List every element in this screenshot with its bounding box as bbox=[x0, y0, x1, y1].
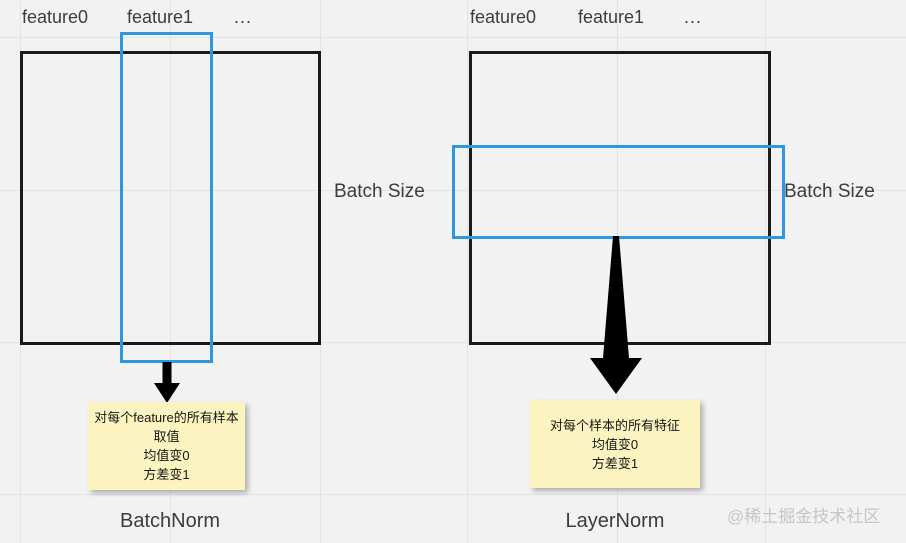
grid-line-vertical bbox=[765, 0, 766, 543]
batchnorm-column-header-feature0: feature0 bbox=[22, 7, 89, 27]
layernorm-batch-size-label: Batch Size bbox=[784, 181, 875, 202]
layernorm-note: 对每个样本的所有特征 均值变0 方差变1 bbox=[530, 400, 700, 488]
grid-line-horizontal bbox=[0, 342, 906, 343]
batchnorm-note-line-2: 均值变0 bbox=[143, 448, 190, 463]
layernorm-note-line-1: 对每个样本的所有特征 bbox=[549, 417, 680, 433]
batchnorm-matrix-rectangle bbox=[20, 51, 321, 345]
batchnorm-column-header-ellipsis: ... bbox=[234, 7, 253, 27]
watermark: @稀土掘金技术社区 bbox=[727, 507, 881, 526]
batchnorm-batch-size-label: Batch Size bbox=[334, 181, 425, 202]
batchnorm-note-line-1: 对每个feature的所有样本取值 bbox=[94, 410, 239, 444]
layernorm-panel-title: LayerNorm bbox=[565, 510, 665, 532]
layernorm-down-arrow bbox=[590, 236, 642, 394]
batchnorm-highlight-column bbox=[120, 32, 213, 363]
layernorm-note-line-2: 均值变0 bbox=[591, 436, 639, 452]
layernorm-column-header-feature1: feature1 bbox=[578, 7, 645, 27]
batchnorm-panel-title: BatchNorm bbox=[119, 510, 221, 532]
batchnorm-note: 对每个feature的所有样本取值 均值变0 方差变1 bbox=[88, 402, 245, 490]
layernorm-highlight-row bbox=[452, 145, 785, 239]
batchnorm-down-arrow bbox=[154, 362, 180, 403]
grid-line-horizontal bbox=[0, 494, 906, 495]
layernorm-column-header-feature0: feature0 bbox=[470, 7, 537, 27]
grid-line-vertical bbox=[170, 0, 171, 543]
layernorm-note-line-3: 方差变1 bbox=[591, 455, 639, 471]
layernorm-column-header-ellipsis: ... bbox=[684, 7, 703, 27]
batchnorm-column-header-feature1: feature1 bbox=[127, 7, 194, 27]
batchnorm-note-line-3: 方差变1 bbox=[143, 467, 190, 482]
grid-line-horizontal bbox=[0, 37, 906, 38]
grid-line-vertical bbox=[467, 0, 468, 543]
